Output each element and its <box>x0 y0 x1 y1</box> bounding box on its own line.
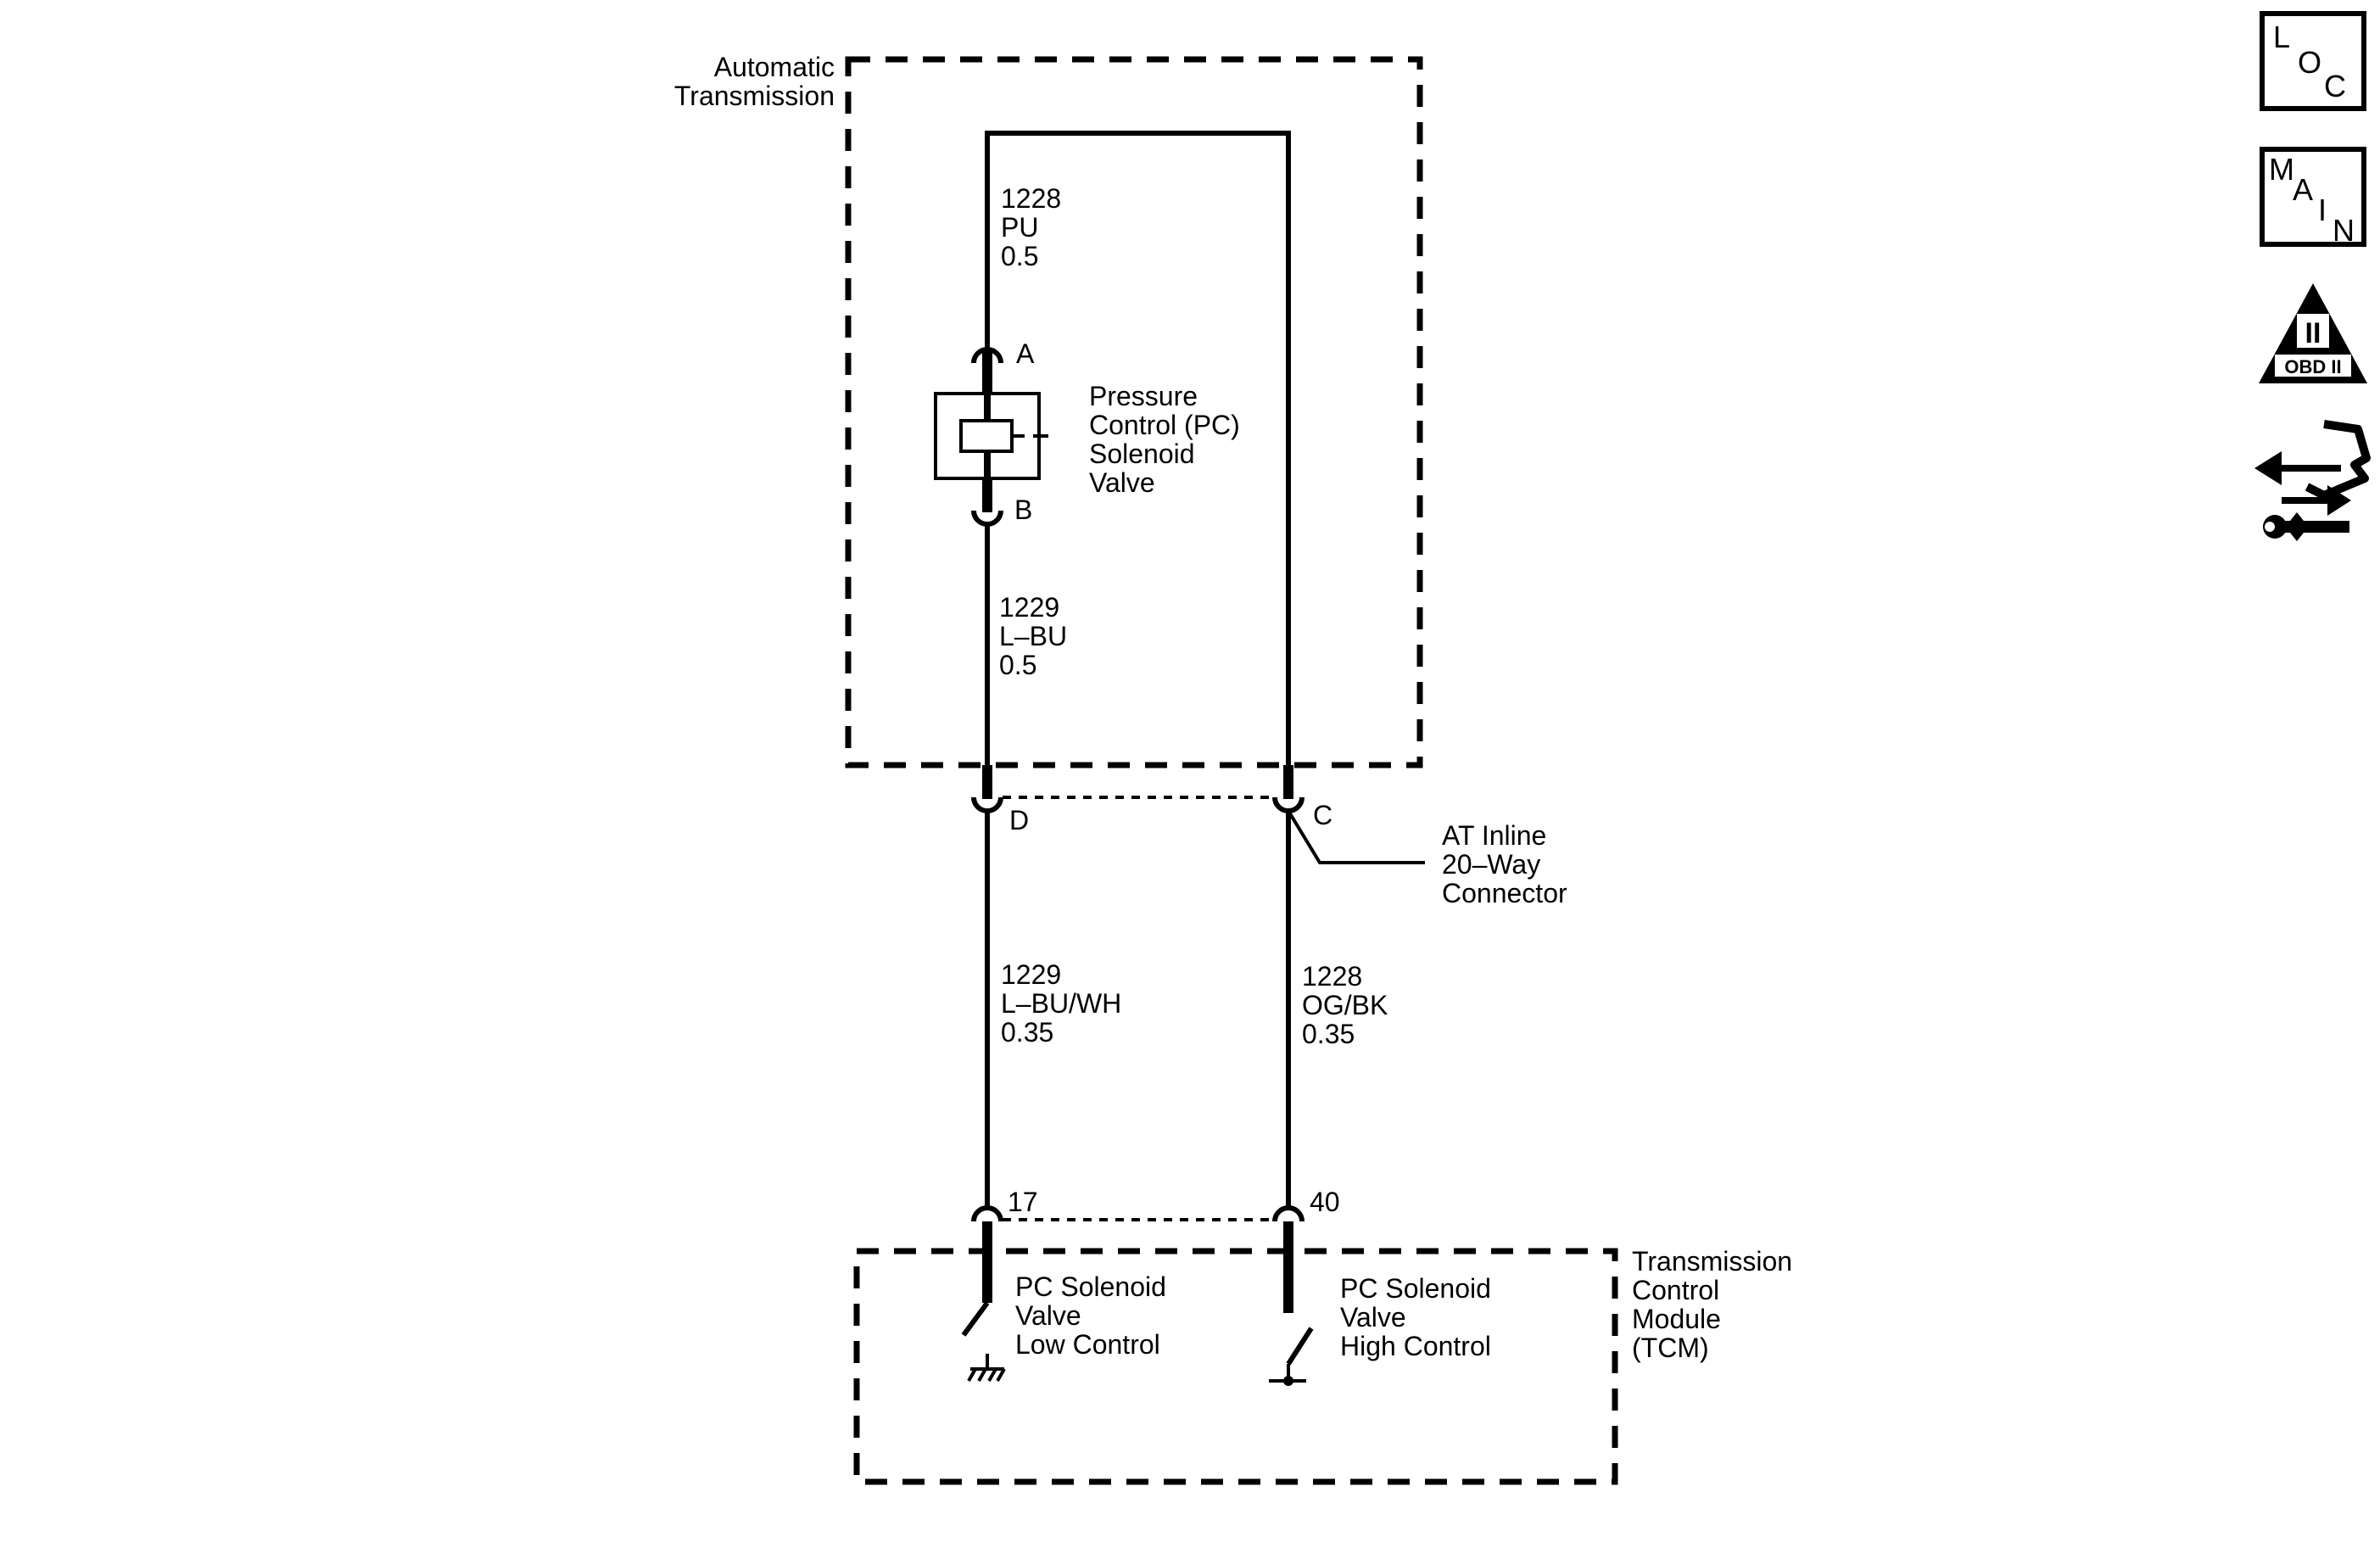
high-control-label-line1: PC Solenoid <box>1340 1273 1491 1304</box>
high-control-switch-blade <box>1286 1327 1314 1366</box>
connector-c-terminal <box>1272 796 1305 813</box>
wire-1229-top-gauge: 0.5 <box>999 650 1036 680</box>
main-icon[interactable]: M A I N <box>2260 147 2366 248</box>
obd-ii-icon[interactable]: II OBD II <box>2259 283 2367 383</box>
connector-leader <box>1287 809 1425 864</box>
wire-1228-bottom-gauge: 0.35 <box>1302 1019 1355 1049</box>
low-control-label-line3: Low Control <box>1015 1329 1160 1360</box>
tcm-pin-17: 17 <box>1008 1187 1038 1217</box>
loc-icon-l: L <box>2273 20 2290 54</box>
solenoid-label-line1: Pressure <box>1089 381 1198 411</box>
loc-icon-c: C <box>2324 69 2346 103</box>
tcm-pin-40-terminal <box>1272 1205 1305 1222</box>
low-control-switch-blade <box>961 1301 990 1337</box>
connector-label-line2: 20–Way <box>1442 849 1540 880</box>
solenoid-terminal-b <box>971 510 1003 527</box>
solenoid-pin-b: B <box>1014 495 1032 525</box>
main-icon-a: A <box>2293 172 2313 207</box>
connector-pin-c: C <box>1313 800 1332 830</box>
tcm-label-line1: Transmission <box>1632 1246 1792 1277</box>
connector-label-line1: AT Inline <box>1442 820 1546 851</box>
main-icon-n: N <box>2333 213 2355 248</box>
low-control-label-line2: Valve <box>1015 1300 1081 1331</box>
tcm-pin-40: 40 <box>1310 1187 1340 1217</box>
wire-1229-top-circuit: 1229 <box>999 592 1059 623</box>
high-control-label-line3: High Control <box>1340 1331 1491 1361</box>
main-icon-m: M <box>2269 152 2294 187</box>
transmission-boundary <box>845 56 1423 768</box>
transmission-label-line2: Transmission <box>674 81 835 111</box>
connector-label-line3: Connector <box>1442 878 1567 908</box>
tcm-label-line2: Control <box>1632 1275 1719 1305</box>
wire-1229-top-color: L–BU <box>999 621 1067 651</box>
solenoid-label-line4: Valve <box>1089 467 1155 498</box>
ground-icon <box>967 1367 1006 1382</box>
tcm-pin-17-terminal <box>971 1205 1003 1222</box>
obd-ii-text: OBD II <box>2284 356 2341 377</box>
obd-ii-numeral: II <box>2305 317 2321 349</box>
solenoid-coil <box>959 419 1014 453</box>
wire-1228-loop <box>985 131 1291 772</box>
wire-1228-top-circuit: 1228 <box>1001 183 1061 214</box>
loc-icon-o: O <box>2298 45 2321 80</box>
tcm-boundary <box>853 1248 1618 1485</box>
tcm-label-line3: Module <box>1632 1304 1721 1334</box>
solenoid-label-line3: Solenoid <box>1089 439 1195 469</box>
wire-1228-bottom-color: OG/BK <box>1302 990 1388 1020</box>
solenoid-pin-a: A <box>1016 338 1035 369</box>
wire-1228-top-gauge: 0.5 <box>1001 241 1038 271</box>
wire-1229-bottom-circuit: 1229 <box>1001 959 1061 990</box>
wire-1229-bottom-gauge: 0.35 <box>1001 1017 1053 1048</box>
solenoid-label-line2: Control (PC) <box>1089 410 1240 440</box>
connector-pin-d: D <box>1009 805 1029 835</box>
wire-1229-bottom-color: L–BU/WH <box>1001 988 1121 1019</box>
high-control-node <box>1283 1376 1293 1386</box>
connector-d-terminal <box>971 796 1003 813</box>
tcm-label-line4: (TCM) <box>1632 1333 1709 1363</box>
high-control-label-line2: Valve <box>1340 1302 1406 1333</box>
connector-tool-icon[interactable] <box>2254 420 2371 541</box>
wire-1228-bottom-circuit: 1228 <box>1302 961 1362 992</box>
wire-1228-top-color: PU <box>1001 212 1038 243</box>
transmission-label-line1: Automatic <box>714 52 835 82</box>
low-control-label-line1: PC Solenoid <box>1015 1271 1166 1302</box>
loc-icon[interactable]: L O C <box>2260 11 2366 111</box>
main-icon-i: I <box>2318 193 2327 227</box>
